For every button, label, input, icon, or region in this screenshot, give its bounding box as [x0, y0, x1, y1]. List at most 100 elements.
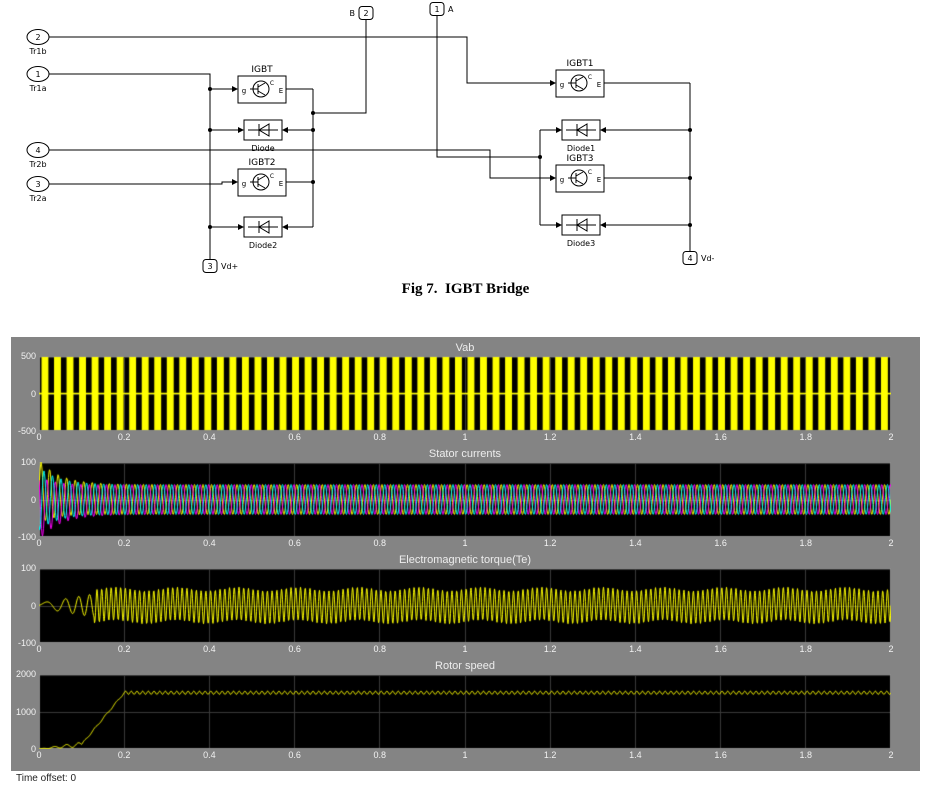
xtick-label: 0.8: [373, 750, 387, 760]
junction-dot: [311, 111, 315, 115]
xtick-label: 1: [462, 644, 468, 654]
junction-dot: [208, 225, 212, 229]
ytick-label: 100: [20, 563, 36, 573]
arrowhead: [232, 179, 238, 185]
ytick-label: 0: [30, 494, 36, 505]
pin-label-collector: C: [588, 74, 592, 81]
igbt-block-igbt3: [555, 164, 605, 193]
scope-time-offset: Time offset: 0: [16, 773, 77, 784]
xtick-label: 1: [462, 750, 468, 760]
xtick-label: 0.4: [203, 538, 216, 548]
diode-symbol: [258, 123, 270, 137]
xtick-label: 2: [888, 538, 894, 548]
plot-canvas-rotor-speed: [39, 674, 891, 749]
xtick-label: 2: [888, 644, 894, 654]
junction-dot: [311, 128, 315, 132]
pin-label-gate: g: [560, 81, 564, 89]
arrowhead: [600, 127, 606, 133]
xtick-label: 1.4: [629, 644, 642, 654]
arrowhead: [556, 222, 562, 228]
xtick-label: 1.4: [629, 538, 642, 548]
arrowhead: [282, 224, 288, 230]
xtick-label: 2: [888, 432, 894, 442]
diode-symbol: [576, 218, 588, 232]
port-vd-plus-label: Vd+: [221, 262, 238, 271]
figure-caption: Fig 7. IGBT Bridge: [401, 281, 530, 297]
xtick-label: 1.2: [543, 538, 557, 548]
xtick-label: 1.8: [799, 432, 813, 442]
ytick-label: 500: [20, 351, 36, 361]
arrowhead: [282, 127, 288, 133]
xtick-label: 0.8: [373, 644, 387, 654]
plot-canvas-vab: [39, 356, 891, 431]
arrowhead: [600, 222, 606, 228]
arrowhead: [550, 175, 556, 181]
pin-label-collector: C: [588, 169, 592, 176]
xtick-label: 0.6: [288, 750, 301, 760]
wire: [436, 16, 540, 158]
ytick-label: 100: [20, 457, 36, 467]
arrowhead: [550, 80, 556, 86]
xtick-label: 0.4: [203, 750, 216, 760]
plot-title-electromagnetic-torque-te: Electromagnetic torque(Te): [398, 554, 532, 566]
junction-dot: [688, 176, 692, 180]
arrowhead: [232, 86, 238, 92]
xtick-label: 1.6: [714, 432, 727, 442]
inport-label: Tr1b: [28, 47, 46, 56]
xtick-label: 1.8: [799, 644, 813, 654]
inport-number: 3: [35, 180, 40, 189]
ytick-label: 0: [30, 388, 36, 399]
igbt-symbol: [257, 82, 266, 88]
ytick-label: -500: [17, 426, 36, 436]
inport-label: Tr2a: [29, 194, 47, 203]
port-vd-minus-label: Vd-: [701, 254, 715, 263]
plot-canvas-electromagnetic-torque-te: [39, 568, 891, 643]
xtick-label: 1.4: [629, 432, 642, 442]
igbt-block-igbt1-label: IGBT1: [566, 59, 593, 69]
wire: [49, 149, 550, 179]
wire: [49, 36, 550, 84]
xtick-label: 0: [36, 644, 42, 654]
xtick-label: 1.2: [543, 644, 557, 654]
diode-block-diode1-label: Diode1: [567, 144, 595, 153]
diode-symbol: [258, 220, 270, 234]
xtick-label: 0: [36, 750, 42, 760]
arrowhead: [556, 127, 562, 133]
pin-label-collector: C: [270, 80, 274, 87]
ytick-label: 0: [30, 744, 36, 754]
inport-number: 1: [35, 70, 40, 79]
junction-dot: [311, 180, 315, 184]
plot-title-stator-currents: Stator currents: [428, 448, 502, 460]
wire: [313, 20, 367, 114]
port-vd-minus-number: 4: [687, 254, 692, 263]
diode-symbol: [576, 123, 588, 137]
igbt-symbol: [575, 179, 584, 185]
inport-number: 2: [35, 33, 40, 42]
port-a-number: 1: [434, 5, 439, 14]
xtick-label: 0.2: [117, 538, 131, 548]
xtick-label: 1.2: [543, 432, 557, 442]
junction-dot: [208, 128, 212, 132]
plot-title-rotor-speed: Rotor speed: [435, 660, 495, 672]
junction-dot: [538, 155, 542, 159]
xtick-label: 1: [462, 432, 468, 442]
xtick-label: 0.8: [373, 538, 387, 548]
inport-number: 4: [35, 146, 40, 155]
igbt-block-igbt: [237, 75, 287, 104]
xtick-label: 1.2: [543, 750, 557, 760]
igbt-block-igbt3-label: IGBT3: [566, 154, 593, 164]
xtick-label: 0.6: [288, 432, 301, 442]
port-vd-plus-number: 3: [207, 262, 212, 271]
wire: [49, 73, 232, 90]
port-b: [358, 6, 374, 20]
port-a: [429, 2, 445, 16]
wire: [49, 181, 232, 185]
